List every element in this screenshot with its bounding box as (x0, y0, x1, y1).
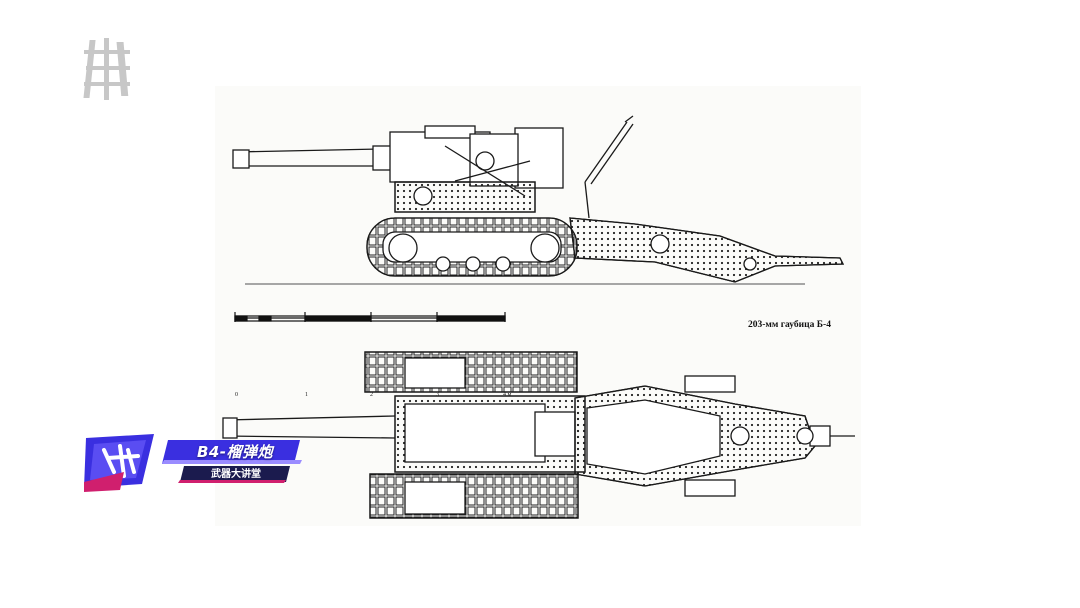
badge-subtitle: 武器大讲堂 (211, 469, 261, 480)
top-view (222, 351, 855, 519)
scale-tick-2: 2 (370, 392, 373, 398)
howitzer-drawing (222, 115, 855, 519)
scale-tick-3: 3 (436, 392, 439, 398)
drawing-caption: 203-мм гаубица Б-4 (748, 320, 831, 330)
scale-tick-1: 1 (305, 392, 308, 398)
side-view (232, 115, 845, 285)
badge-title: B4-榴弹炮 (196, 443, 274, 461)
scale-bar (234, 312, 506, 322)
watermark-logo (82, 36, 134, 102)
scale-tick-4: 4 м (503, 392, 512, 398)
program-badge: B4-榴弹炮 武器大讲堂 (84, 432, 306, 492)
technical-drawing: 0 1 2 3 4 м (215, 86, 861, 526)
scale-tick-0: 0 (235, 392, 238, 398)
